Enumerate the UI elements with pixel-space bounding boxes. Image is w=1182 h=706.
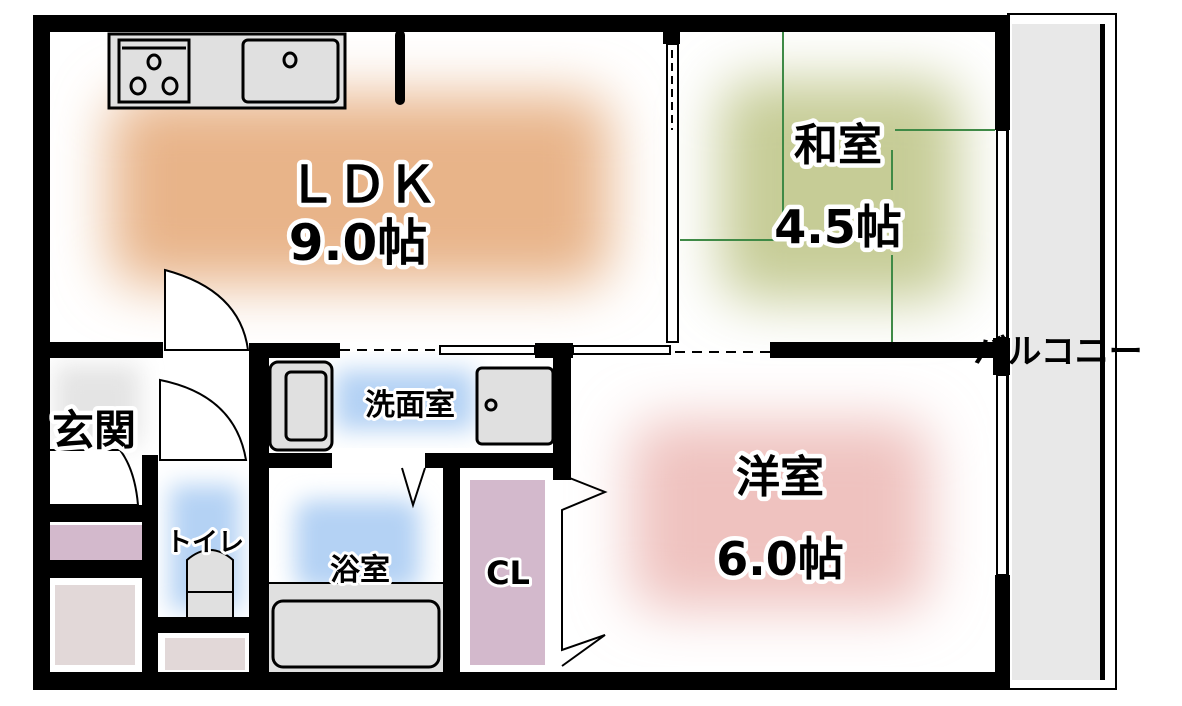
washitsu-name-label: 和室 <box>794 120 882 171</box>
washer-icon <box>475 366 555 446</box>
ldk-size-label: 9.0帖 <box>289 214 428 272</box>
closet-label: CL <box>486 554 530 592</box>
genkan-label: 玄関 <box>52 406 136 455</box>
yoshitsu-name-label: 洋室 <box>736 452 824 503</box>
bathtub-icon <box>269 582 444 673</box>
tatami-lines <box>680 32 995 345</box>
toilet-door-icon <box>159 378 248 461</box>
yoshitsu-fill <box>630 420 930 610</box>
sink-icon <box>241 38 340 104</box>
storage-fill-1 <box>50 525 142 560</box>
genkan-fill <box>55 365 140 445</box>
ldk-fill <box>110 95 610 285</box>
balcony <box>1007 13 1117 690</box>
senmenshitsu-label: 洗面室 <box>365 388 455 423</box>
stove-icon <box>117 38 191 104</box>
yokushitsu-label: 浴室 <box>330 553 390 588</box>
ldk-door-icon <box>164 268 250 351</box>
storage-fill-3 <box>165 638 245 670</box>
doors <box>39 268 608 667</box>
yoshitsu-size-label: 6.0帖 <box>716 532 844 586</box>
ldk-name-label: ＬＤＫ <box>287 156 437 214</box>
windows <box>340 43 1008 576</box>
walls <box>33 15 1010 690</box>
toilet-bowl-icon <box>186 549 234 617</box>
washitsu-size-label: 4.5帖 <box>774 200 902 254</box>
vanity-icon <box>268 360 334 452</box>
washitsu-fill <box>720 80 960 300</box>
toilet-label: トイレ <box>166 528 244 558</box>
senmenshitsu-fill <box>335 370 475 430</box>
storage-fill-2 <box>55 585 135 665</box>
genkan-door-icon <box>39 449 140 506</box>
balcony-label: バルコニー <box>973 332 1142 372</box>
yokushitsu-fill <box>295 500 420 590</box>
closet-fill <box>470 480 545 665</box>
bath-door-icon <box>401 467 426 509</box>
closet-folding-door-icon <box>561 474 608 667</box>
kitchen-counter <box>107 32 347 110</box>
